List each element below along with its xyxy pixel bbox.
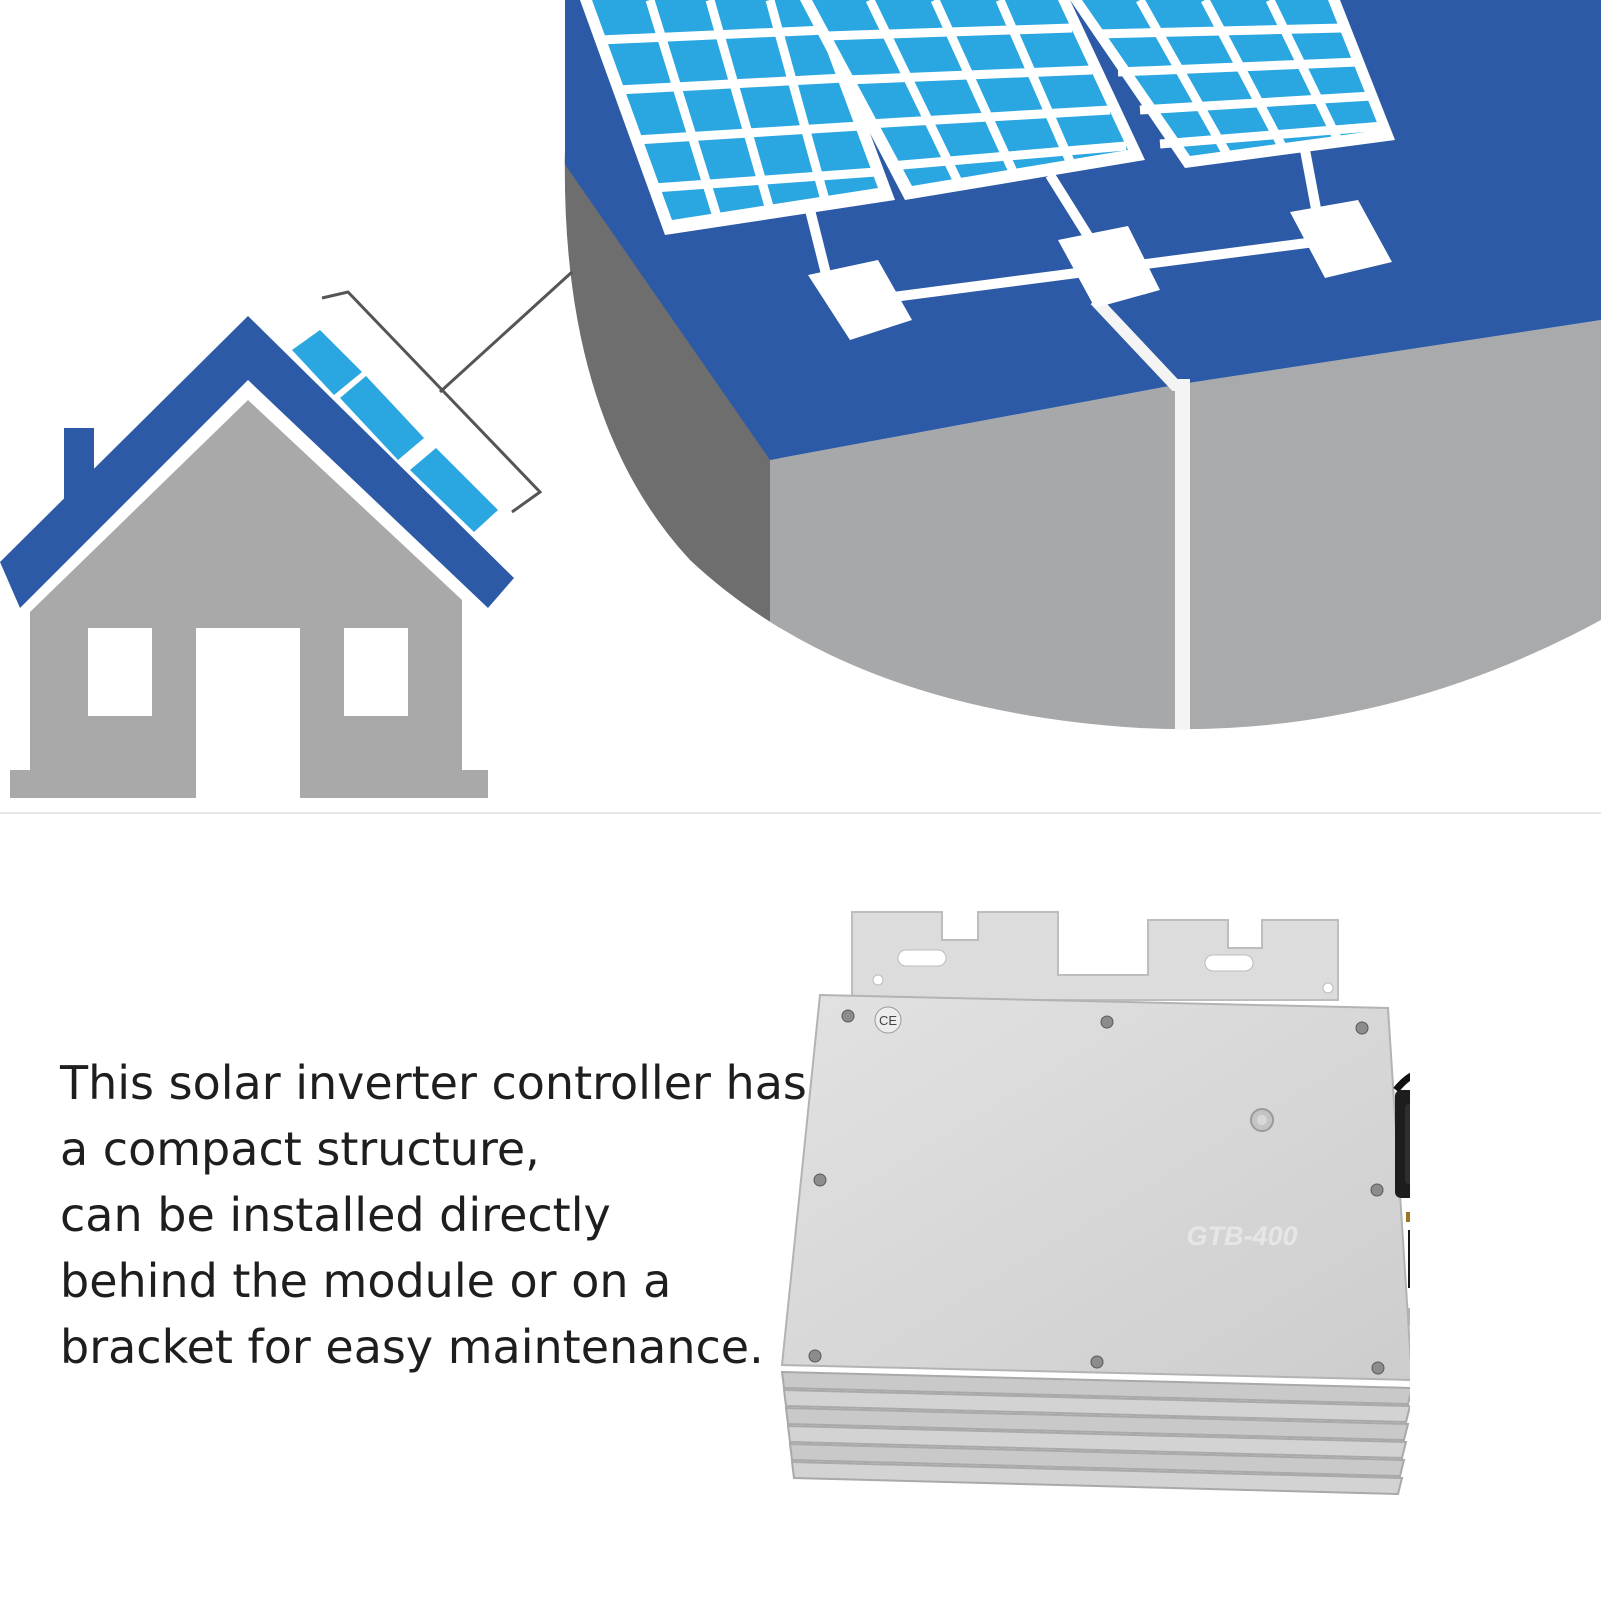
rooftop-solar-illustration bbox=[0, 0, 1601, 798]
description-line: bracket for easy maintenance. bbox=[60, 1320, 764, 1374]
ce-mark-icon bbox=[874, 1006, 902, 1034]
product-description: This solar inverter controller has a com… bbox=[60, 1050, 807, 1380]
description-line: This solar inverter controller has bbox=[60, 1056, 807, 1110]
heat-sink-fins bbox=[780, 1370, 1410, 1496]
rooftop-panels bbox=[292, 330, 498, 532]
inverter-lid bbox=[780, 993, 1410, 1381]
description-line: a compact structure, bbox=[60, 1122, 540, 1176]
solar-panel-right bbox=[1070, 0, 1395, 168]
section-divider bbox=[0, 812, 1601, 814]
solar-panel-middle bbox=[800, 0, 1145, 200]
solar-panel-left bbox=[580, 0, 895, 235]
mounting-bracket bbox=[851, 911, 1339, 1001]
description-line: behind the module or on a bbox=[60, 1254, 672, 1308]
callout-bracket bbox=[321, 270, 574, 514]
zoomed-panel-detail bbox=[564, 0, 1601, 730]
ac-connector bbox=[1393, 1072, 1410, 1198]
micro-inverter-product: CE GTB-400 bbox=[780, 911, 1410, 1496]
description-line: can be installed directly bbox=[60, 1188, 611, 1242]
housing-screws bbox=[808, 1009, 1385, 1375]
house-icon bbox=[0, 316, 514, 798]
ce-mark: CE bbox=[879, 1013, 897, 1028]
micro-inverter-boxes bbox=[808, 200, 1392, 340]
model-marking: GTB-400 bbox=[1186, 1221, 1297, 1251]
status-led-center bbox=[1257, 1115, 1267, 1125]
dc-connector-lower bbox=[1408, 1308, 1410, 1326]
antenna-connector bbox=[1406, 1212, 1410, 1222]
dc-connector-upper bbox=[1408, 1230, 1410, 1288]
